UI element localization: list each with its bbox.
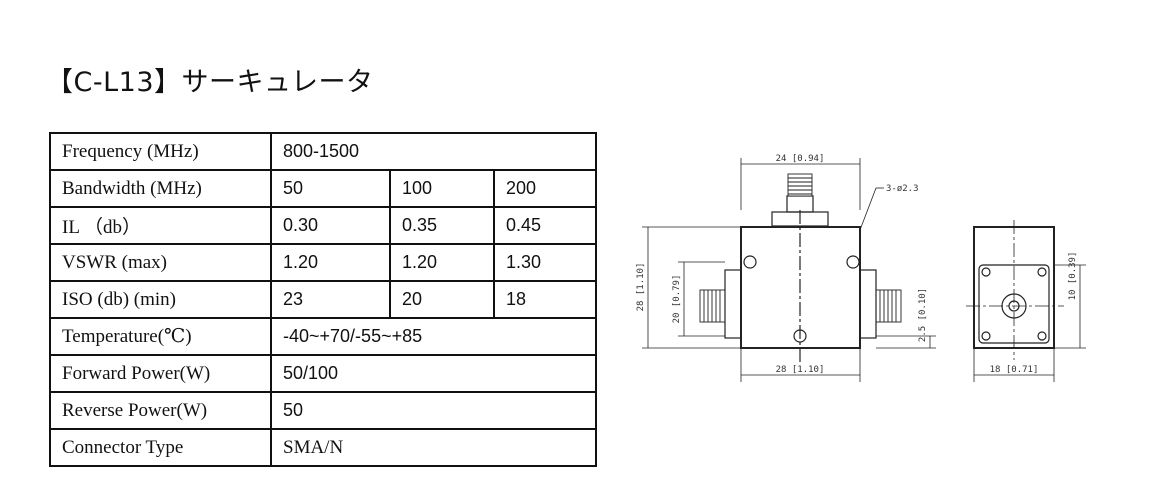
side-hole <box>1037 331 1047 341</box>
cell-value: 0.45 <box>493 206 597 245</box>
side-connector-inner <box>1008 300 1020 312</box>
left-connector-flange <box>724 269 742 339</box>
dim-holes: 3-ø2.3 <box>886 184 919 194</box>
dim-top-width: 24 [0.94] <box>776 154 825 164</box>
dim-offset: 2.5 [0.10] <box>918 288 928 342</box>
table-row: ISO (db) (min) 23 20 18 <box>49 280 597 319</box>
page-title: 【C-L13】サーキュレータ <box>46 67 374 98</box>
row-label: Reverse Power(W) <box>49 391 272 430</box>
cell-value: 1.20 <box>270 243 391 282</box>
dim-inner-height: 20 [0.79] <box>672 275 682 324</box>
row-label: Temperature(℃) <box>49 317 272 356</box>
row-label: IL （db） <box>49 206 272 245</box>
table-row: Frequency (MHz) 800-1500 <box>49 132 597 171</box>
cell-value: SMA/N <box>270 428 597 467</box>
cell-value: 800-1500 <box>270 132 597 171</box>
side-hole <box>1037 267 1047 277</box>
cell-value: 20 <box>389 280 495 319</box>
table-row: IL （db） 0.30 0.35 0.45 <box>49 206 597 245</box>
cell-value: 18 <box>493 280 597 319</box>
dim-bottom-width: 28 [1.10] <box>776 365 825 375</box>
table-row: Bandwidth (MHz) 50 100 200 <box>49 169 597 208</box>
side-connector-outer <box>1001 293 1027 319</box>
cell-value: 200 <box>493 169 597 208</box>
table-row: Reverse Power(W) 50 <box>49 391 597 430</box>
cell-value: -40~+70/-55~+85 <box>270 317 597 356</box>
cell-value: 50/100 <box>270 354 597 393</box>
row-label: Forward Power(W) <box>49 354 272 393</box>
cell-value: 1.30 <box>493 243 597 282</box>
top-connector-thread <box>787 173 813 197</box>
row-label: Connector Type <box>49 428 272 467</box>
table-row: Connector Type SMA/N <box>49 428 597 467</box>
cell-value: 1.20 <box>389 243 495 282</box>
mount-hole <box>793 329 807 343</box>
cell-value: 50 <box>270 391 597 430</box>
cell-value: 100 <box>389 169 495 208</box>
cell-value: 0.30 <box>270 206 391 245</box>
cell-value: 50 <box>270 169 391 208</box>
table-row: VSWR (max) 1.20 1.20 1.30 <box>49 243 597 282</box>
mount-hole <box>846 255 860 269</box>
mount-hole <box>743 255 757 269</box>
row-label: Frequency (MHz) <box>49 132 272 171</box>
row-label: VSWR (max) <box>49 243 272 282</box>
cell-value: 0.35 <box>389 206 495 245</box>
spec-table: Frequency (MHz) 800-1500 Bandwidth (MHz)… <box>49 132 597 467</box>
row-label: Bandwidth (MHz) <box>49 169 272 208</box>
dim-side-width: 18 [0.71] <box>990 365 1039 375</box>
dim-side-height: 10 [0.39] <box>1068 252 1078 301</box>
side-flange <box>978 264 1050 344</box>
table-row: Forward Power(W) 50/100 <box>49 354 597 393</box>
circulator-drawing: 24 [0.94] 3-ø2.3 28 [1.10] 20 [0.79] 2.5… <box>636 154 1086 382</box>
right-connector-thread <box>875 289 902 323</box>
left-connector-thread <box>699 289 726 323</box>
cell-value: 23 <box>270 280 391 319</box>
side-hole <box>981 267 991 277</box>
dim-left-height: 28 [1.10] <box>636 263 646 312</box>
side-hole <box>981 331 991 341</box>
row-label: ISO (db) (min) <box>49 280 272 319</box>
right-connector-flange <box>859 269 877 339</box>
top-connector-body <box>786 195 814 213</box>
table-row: Temperature(℃) -40~+70/-55~+85 <box>49 317 597 356</box>
